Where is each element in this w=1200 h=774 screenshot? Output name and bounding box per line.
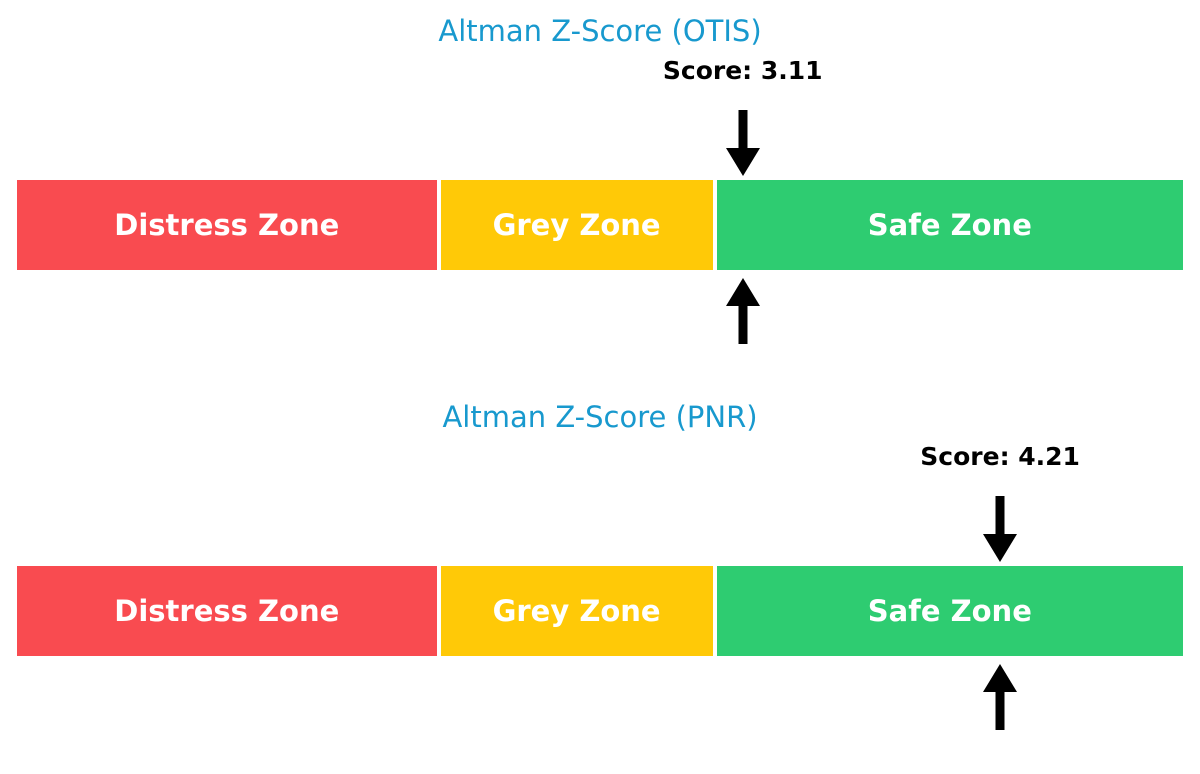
zone-label: Distress Zone <box>114 594 340 628</box>
zscore-chart-pnr: Altman Z-Score (PNR) Score: 4.21 Distres… <box>15 386 1185 731</box>
score-label: Score: 3.11 <box>662 56 823 85</box>
zone-segment-safe: Safe Zone <box>714 564 1185 658</box>
zone-label: Safe Zone <box>867 594 1032 628</box>
zone-segment-safe: Safe Zone <box>714 178 1185 272</box>
zone-segment-grey: Grey Zone <box>438 178 715 272</box>
up-arrow-icon <box>983 664 1018 730</box>
zone-label: Distress Zone <box>114 208 340 242</box>
down-arrow-icon <box>983 496 1018 562</box>
zscore-chart-otis: Altman Z-Score (OTIS) Score: 3.11 Distre… <box>15 0 1185 345</box>
up-arrow-icon <box>725 278 760 344</box>
zone-segment-grey: Grey Zone <box>438 564 715 658</box>
zone-label: Safe Zone <box>867 208 1032 242</box>
zscore-zone-bar: Distress Zone Grey Zone Safe Zone <box>15 564 1185 658</box>
score-label: Score: 4.21 <box>920 442 1080 471</box>
chart-title: Altman Z-Score (OTIS) <box>438 14 762 48</box>
zone-label: Grey Zone <box>492 594 661 628</box>
zone-segment-distress: Distress Zone <box>15 564 439 658</box>
zone-label: Grey Zone <box>492 208 661 242</box>
zone-segment-distress: Distress Zone <box>15 178 439 272</box>
down-arrow-icon <box>725 110 760 176</box>
chart-title: Altman Z-Score (PNR) <box>442 400 758 434</box>
zscore-zone-bar: Distress Zone Grey Zone Safe Zone <box>15 178 1185 272</box>
